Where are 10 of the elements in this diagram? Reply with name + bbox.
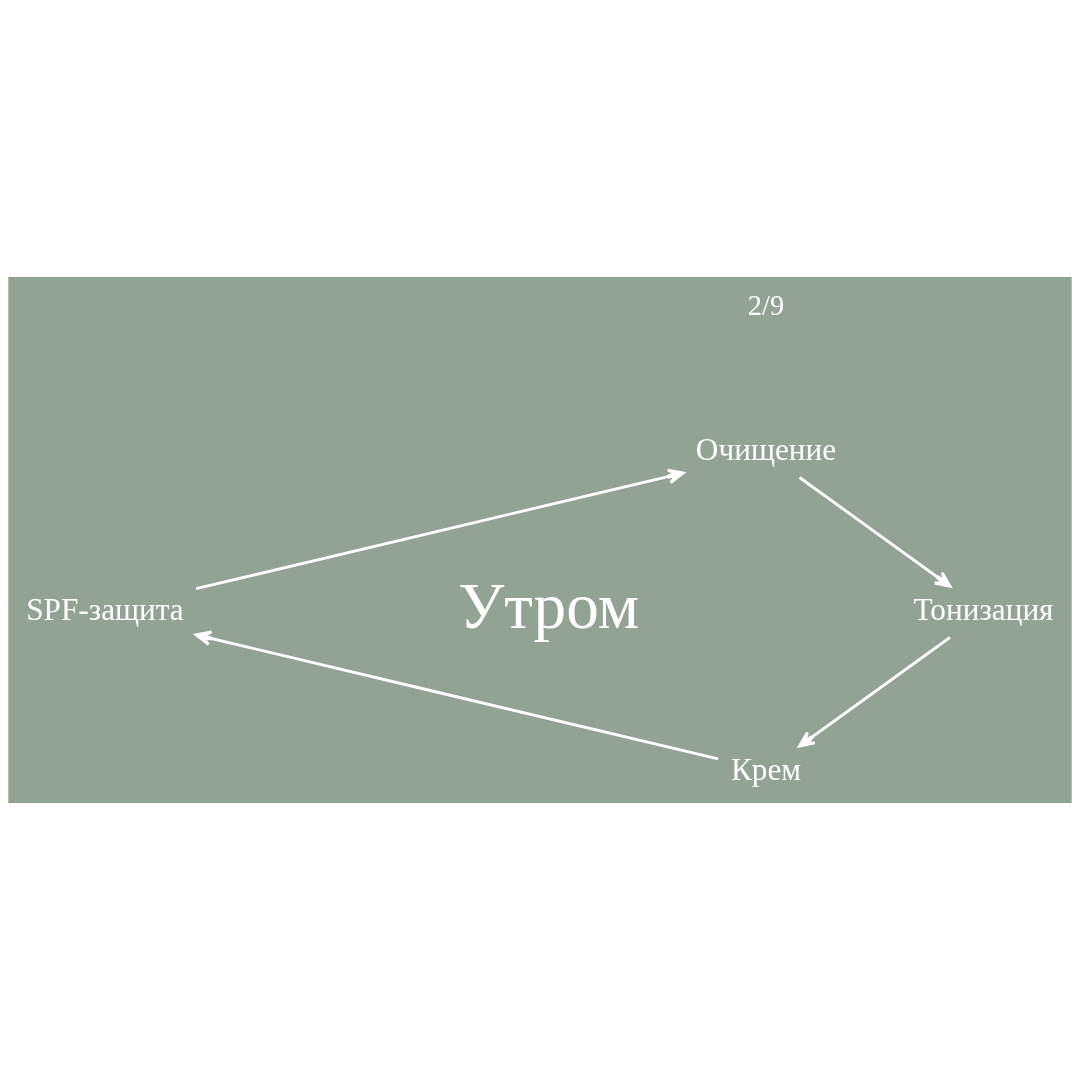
arrow [195,468,685,591]
label: 2/9 [747,290,785,322]
label: Утром [457,569,640,642]
node-text: Крем [730,751,802,787]
node-text: SPF-защита [26,591,184,627]
arrow [194,630,719,761]
node-text: Тонизация [913,591,1054,627]
arrow [798,476,952,588]
node-text: Очищение [695,431,837,467]
arrow [798,636,951,748]
